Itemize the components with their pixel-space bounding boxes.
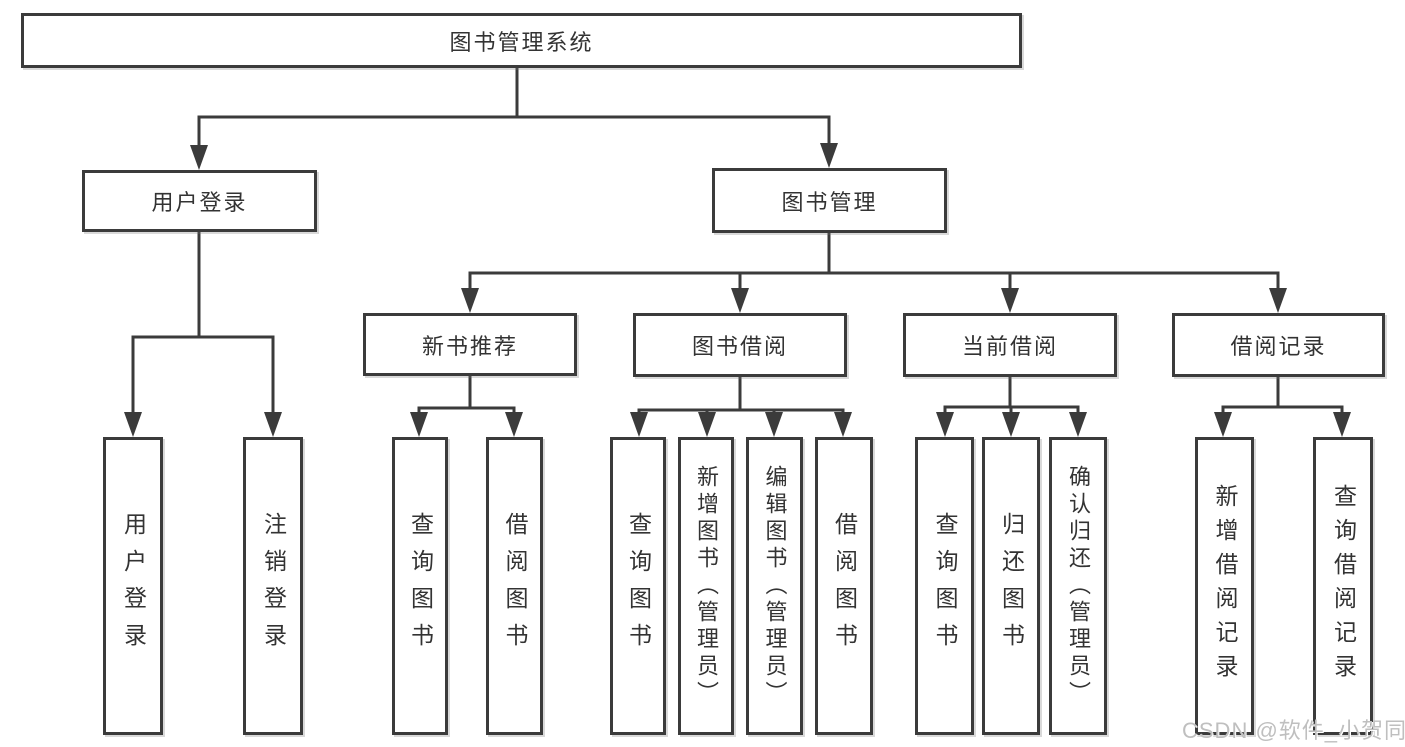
node-new-book-recommend-label: 新书推荐 (421, 333, 518, 359)
leaf-add-borrow-record: 新增借阅记录 (1195, 437, 1254, 735)
node-user-login: 用户登录 (82, 170, 317, 232)
leaf-label: 新增借阅记录 (1212, 484, 1238, 688)
leaf-edit-books-admin: 编辑图书（管理员） (746, 437, 803, 735)
leaf-label: 借阅图书 (502, 512, 528, 660)
leaf-label: 新增图书（管理员） (694, 464, 719, 708)
leaf-confirm-return-admin: 确认归还（管理员） (1049, 437, 1107, 735)
leaf-query-borrow-record: 查询借阅记录 (1313, 437, 1373, 735)
leaf-label: 查询图书 (625, 512, 652, 660)
leaf-add-books-admin: 新增图书（管理员） (678, 437, 734, 735)
node-root: 图书管理系统 (21, 13, 1022, 68)
leaf-query-books-1: 查询图书 (392, 437, 448, 735)
leaf-label: 用户登录 (120, 512, 147, 660)
node-borrow-records-label: 借阅记录 (1230, 334, 1327, 359)
node-user-login-label: 用户登录 (151, 190, 248, 215)
node-current-borrow: 当前借阅 (903, 313, 1117, 377)
leaf-label: 归还图书 (998, 512, 1025, 660)
node-book-borrow: 图书借阅 (633, 313, 847, 377)
node-book-borrow-label: 图书借阅 (691, 334, 788, 359)
leaf-label: 查询图书 (407, 512, 434, 660)
leaf-return-books: 归还图书 (982, 437, 1040, 735)
leaf-label: 查询借阅记录 (1330, 484, 1357, 688)
leaf-label: 注销登录 (260, 512, 287, 660)
leaf-label: 确认归还（管理员） (1066, 464, 1091, 708)
node-current-borrow-label: 当前借阅 (961, 334, 1058, 359)
leaf-query-books-3: 查询图书 (915, 437, 974, 735)
node-book-management-label: 图书管理 (781, 189, 878, 215)
node-root-label: 图书管理系统 (449, 29, 594, 55)
node-book-management: 图书管理 (712, 168, 947, 233)
node-borrow-records: 借阅记录 (1172, 313, 1385, 377)
leaf-label: 借阅图书 (831, 512, 858, 660)
node-new-book-recommend: 新书推荐 (363, 313, 577, 376)
leaf-borrow-books-2: 借阅图书 (815, 437, 873, 735)
watermark-text: CSDN @软件_小贺同学 (1182, 718, 1405, 743)
leaf-borrow-books-1: 借阅图书 (486, 437, 543, 735)
leaf-user-login: 用户登录 (103, 437, 163, 735)
leaf-label: 查询图书 (932, 512, 958, 660)
leaf-label: 编辑图书（管理员） (762, 464, 788, 708)
leaf-query-books-2: 查询图书 (610, 437, 666, 735)
leaf-logout: 注销登录 (243, 437, 303, 735)
